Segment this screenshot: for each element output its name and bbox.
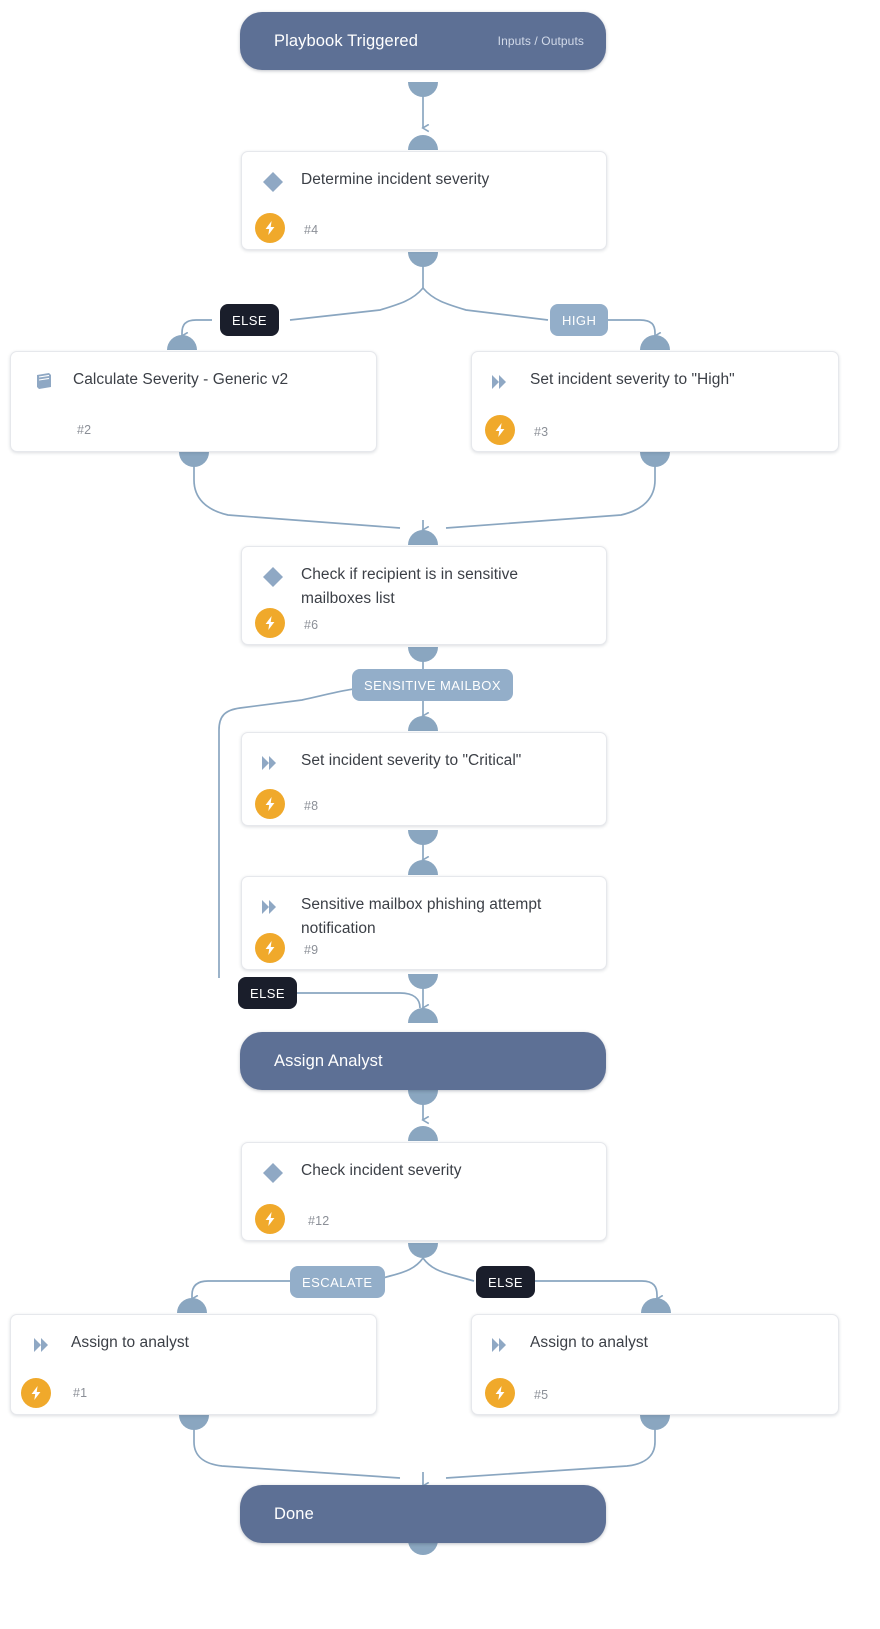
node-determine-incident-severity[interactable]: Determine incident severity #4 — [241, 151, 607, 250]
lightning-badge-icon — [485, 1378, 515, 1408]
knob-4-in — [408, 135, 438, 150]
knob-2-out — [179, 452, 209, 467]
knob-12-out — [408, 1243, 438, 1258]
branch-label-text: ELSE — [232, 312, 268, 328]
node-subtitle: Inputs / Outputs — [497, 34, 584, 48]
node-assign-to-analyst-else[interactable]: Assign to analyst #5 — [471, 1314, 839, 1415]
node-number: #8 — [304, 799, 319, 813]
node-title: Assign to analyst — [530, 1334, 649, 1351]
diamond-icon — [260, 1160, 286, 1186]
node-number: #2 — [77, 423, 92, 437]
lightning-badge-icon — [255, 933, 285, 963]
knob-assign-out — [408, 1090, 438, 1105]
branch-label-sensitive-mailbox[interactable]: SENSITIVE MAILBOX — [352, 669, 513, 701]
edge-4-high-leg — [422, 287, 549, 321]
chevron-right-icon — [27, 1332, 53, 1358]
node-title: Check incident severity — [301, 1162, 462, 1179]
knob-5-out — [640, 1415, 670, 1430]
knob-6-in — [408, 530, 438, 545]
edge-12-to-5 — [530, 1280, 657, 1299]
node-number: #6 — [304, 618, 319, 632]
knob-8-in — [408, 716, 438, 731]
node-number: #3 — [534, 425, 549, 439]
node-number: #1 — [73, 1386, 88, 1400]
edge-else-into-assign — [288, 992, 421, 1009]
node-number: #5 — [534, 1388, 549, 1402]
edge-4-to-2 — [182, 319, 212, 336]
node-title: Assign to analyst — [71, 1334, 190, 1351]
branch-label-text: ELSE — [250, 985, 286, 1001]
edge-12-to-1 — [192, 1280, 290, 1299]
edge-5-to-done-merge — [445, 1415, 656, 1479]
knob-1-out — [179, 1415, 209, 1430]
lightning-badge-icon — [255, 1204, 285, 1234]
node-title: Playbook Triggered — [274, 31, 418, 50]
branch-label-text: ESCALATE — [302, 1274, 373, 1290]
knob-6-out — [408, 647, 438, 662]
branch-label-else-1[interactable]: ELSE — [220, 304, 280, 336]
node-title: Set incident severity to "Critical" — [301, 752, 522, 769]
node-title: Set incident severity to "High" — [530, 371, 735, 388]
node-check-recipient-sensitive-mailboxes[interactable]: Check if recipient is in sensitive mailb… — [241, 546, 607, 645]
branch-label-else-3[interactable]: ELSE — [476, 1266, 536, 1298]
knob-2-in — [167, 335, 197, 350]
node-done[interactable]: Done — [240, 1485, 606, 1543]
chevron-right-icon — [255, 894, 281, 920]
branch-label-high[interactable]: HIGH — [550, 304, 609, 336]
node-number: #9 — [304, 943, 319, 957]
edge-4-else-leg — [289, 287, 424, 321]
edge-4-to-3 — [602, 319, 655, 336]
node-title: Calculate Severity - Generic v2 — [73, 371, 289, 388]
node-sensitive-mailbox-phishing-notification[interactable]: Sensitive mailbox phishing attempt notif… — [241, 876, 607, 970]
lightning-badge-icon — [485, 415, 515, 445]
chevron-right-icon — [485, 1332, 511, 1358]
node-number: #4 — [304, 223, 319, 237]
knob-8-out — [408, 830, 438, 845]
knob-1-in — [177, 1298, 207, 1313]
lightning-badge-icon — [255, 789, 285, 819]
edge-1-to-done-merge — [193, 1415, 401, 1479]
edge-3-to-merge — [445, 452, 656, 529]
node-number: #12 — [308, 1214, 330, 1228]
diamond-icon — [260, 564, 286, 590]
chevron-right-icon — [255, 750, 281, 776]
node-check-incident-severity[interactable]: Check incident severity #12 — [241, 1142, 607, 1241]
node-title: Assign Analyst — [274, 1051, 383, 1070]
diamond-icon — [260, 169, 286, 195]
branch-label-escalate[interactable]: ESCALATE — [290, 1266, 385, 1298]
branch-label-text: SENSITIVE MAILBOX — [364, 677, 501, 693]
lightning-badge-icon — [255, 608, 285, 638]
node-assign-to-analyst-escalate[interactable]: Assign to analyst #1 — [10, 1314, 377, 1415]
node-title: Done — [274, 1504, 314, 1523]
lightning-badge-icon — [255, 213, 285, 243]
branch-label-text: ELSE — [488, 1274, 524, 1290]
lightning-badge-icon — [21, 1378, 51, 1408]
node-title: Determine incident severity — [301, 171, 490, 188]
knob-3-in — [640, 335, 670, 350]
node-title: Sensitive mailbox phishing attempt notif… — [301, 896, 542, 937]
node-title: Check if recipient is in sensitive mailb… — [301, 566, 519, 607]
node-playbook-triggered[interactable]: Playbook Triggered Inputs / Outputs — [240, 12, 606, 70]
book-icon — [32, 370, 58, 396]
node-calculate-severity-generic-v2[interactable]: Calculate Severity - Generic v2 #2 — [10, 351, 377, 452]
knob-9-in — [408, 860, 438, 875]
branch-label-text: HIGH — [562, 312, 597, 328]
knob-3-out — [640, 452, 670, 467]
edge-2-to-merge — [193, 452, 401, 529]
edge-12-else-leg — [422, 1257, 475, 1282]
knob-start-out — [408, 82, 438, 97]
node-set-incident-severity-critical[interactable]: Set incident severity to "Critical" #8 — [241, 732, 607, 826]
knob-12-in — [408, 1126, 438, 1141]
node-set-incident-severity-high[interactable]: Set incident severity to "High" #3 — [471, 351, 839, 452]
branch-label-else-2[interactable]: ELSE — [238, 977, 298, 1009]
node-assign-analyst[interactable]: Assign Analyst — [240, 1032, 606, 1090]
knob-5-in — [641, 1298, 671, 1313]
chevron-right-icon — [485, 369, 511, 395]
knob-9-out — [408, 974, 438, 989]
knob-assign-in — [408, 1008, 438, 1023]
knob-4-out — [408, 252, 438, 267]
